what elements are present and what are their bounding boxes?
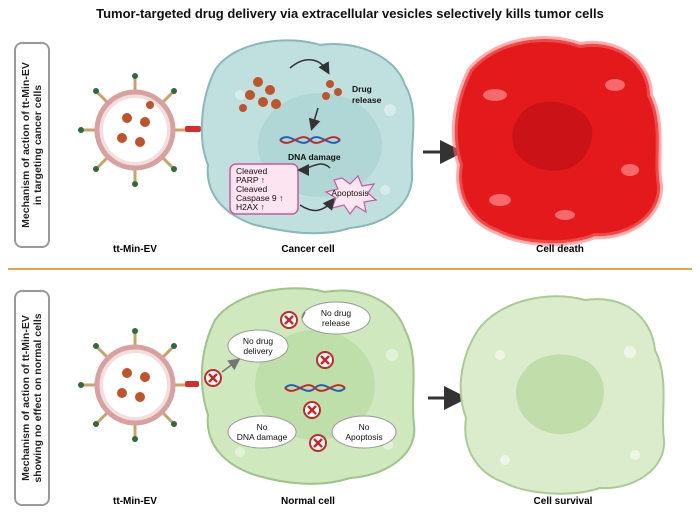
apoptosis-burst (324, 174, 378, 216)
cell-death-label: Cell death (536, 244, 584, 255)
no-apoptosis-bubble (331, 415, 397, 449)
no-drug-delivery-line1: No drug (243, 336, 274, 346)
dna-helix-bottom (284, 384, 346, 392)
no-drug-release-line1: No drug (321, 308, 352, 318)
cancer-cell-label: Cancer cell (281, 244, 335, 255)
marker-3: Caspase 9 ↑ (236, 193, 283, 203)
blocked-markers (204, 311, 334, 452)
bottom-ev-ligand (185, 381, 199, 387)
bottom-ev-tips (78, 328, 177, 442)
block-apoptosis-icon (309, 434, 327, 452)
marker-1: PARP ↑ (236, 175, 265, 185)
drug-release-line2: release (352, 95, 382, 105)
bottom-ev-drug (117, 368, 150, 402)
dna-damage-label: DNA damage (288, 152, 341, 162)
markers-box (229, 163, 299, 215)
release-arrow (301, 311, 306, 319)
drug-release-arrow (289, 59, 330, 75)
top-ev-vesicle (78, 73, 201, 187)
no-drug-release-line2: release (322, 318, 350, 328)
no-drug-delivery-line2: delivery (243, 346, 273, 356)
figure-title: Tumor-targeted drug delivery via extrace… (96, 6, 604, 21)
dna-helix-top (279, 136, 341, 144)
top-side-label-box: Mechanism of action of tt-Min-EV in targ… (14, 42, 50, 248)
bottom-ev-vesicle (78, 328, 199, 442)
top-ev-drug (117, 101, 154, 147)
panel-divider (8, 268, 692, 270)
bottom-ev-label: tt-Min-EV (113, 496, 157, 507)
block-dna-icon (316, 351, 334, 369)
marker-2: Cleaved (236, 184, 267, 194)
block-entry-icon (204, 369, 222, 387)
apoptosis-arrow (299, 197, 335, 212)
top-ev-ligand (185, 126, 201, 132)
marker-4: H2AX ↑ (236, 202, 265, 212)
markers-arrow (297, 163, 331, 176)
no-dna-damage-bubble (227, 415, 297, 449)
cancer-cell-drug-cluster (239, 77, 342, 112)
bottom-side-label-box: Mechanism of action of tt-Min-EV showing… (14, 290, 50, 506)
marker-0: Cleaved (236, 166, 267, 176)
dna-arrow (308, 107, 321, 131)
no-dna-damage-line1: No (257, 422, 268, 432)
block-release-icon (280, 311, 298, 329)
no-apoptosis-line2: Apoptosis (345, 432, 382, 442)
dead-cell (451, 36, 664, 247)
top-ev-label: tt-Min-EV (113, 244, 157, 255)
delivery-arrow (221, 358, 241, 373)
normal-cell-label: Normal cell (281, 496, 335, 507)
no-drug-delivery-bubble (227, 329, 289, 363)
survival-cell (459, 295, 666, 495)
apoptosis-label: Apoptosis (331, 188, 368, 198)
drug-release-line1: Drug (352, 84, 372, 94)
no-dna-damage-line2: DNA damage (237, 432, 288, 442)
cell-survival-label: Cell survival (534, 496, 593, 507)
block-damage-icon (303, 401, 321, 419)
no-apoptosis-line1: No (359, 422, 370, 432)
top-ev-tips (78, 73, 177, 187)
